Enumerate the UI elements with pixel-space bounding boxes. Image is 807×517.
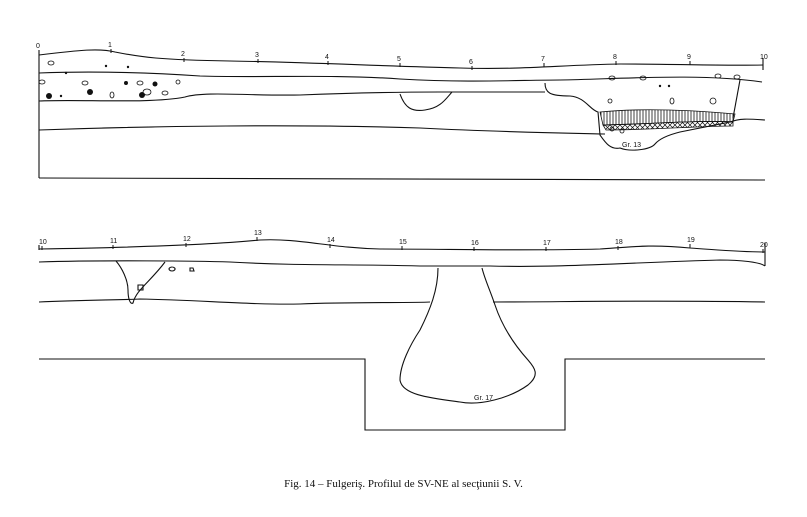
feature-label-gr17: Gr. 17 bbox=[474, 395, 493, 402]
station-marker-0: 0 bbox=[36, 43, 40, 50]
station-marker-12: 12 bbox=[183, 236, 191, 243]
layer-boundary-1 bbox=[38, 71, 763, 83]
station-marker-17: 17 bbox=[543, 240, 551, 247]
dark-finds bbox=[46, 64, 671, 99]
surface-line bbox=[38, 49, 764, 70]
station-marker-6: 6 bbox=[469, 59, 473, 66]
figure-caption: Fig. 14 – Fulgeriş. Profilul de SV-NE al… bbox=[284, 478, 523, 490]
station-marker-2: 2 bbox=[181, 51, 185, 58]
station-marker-7: 7 bbox=[541, 56, 545, 63]
station-marker-3: 3 bbox=[255, 52, 259, 59]
station-marker-15: 15 bbox=[399, 239, 407, 246]
station-marker-9: 9 bbox=[687, 54, 691, 61]
station-marker-13: 13 bbox=[254, 230, 262, 237]
station-marker-8: 8 bbox=[613, 54, 617, 61]
station-marker-16: 16 bbox=[471, 240, 479, 247]
station-marker-5: 5 bbox=[397, 56, 401, 63]
feature-label-gr13: Gr. 13 bbox=[622, 142, 641, 149]
station-marker-20: 20 bbox=[760, 242, 768, 249]
top-profile: Gr. 13 0 1 2 3 4 5 6 7 8 9 10 bbox=[36, 42, 768, 181]
station-marker-18: 18 bbox=[615, 239, 623, 246]
station-marker-14: 14 bbox=[327, 237, 335, 244]
station-marker-11: 11 bbox=[110, 238, 117, 245]
station-marker-1: 1 bbox=[108, 42, 112, 49]
station-marker-10: 10 bbox=[39, 239, 47, 246]
pit bbox=[115, 260, 166, 304]
pit bbox=[399, 91, 453, 112]
bottom-profile: Gr. 17 10 11 12 13 14 15 16 17 18 19 20 bbox=[38, 230, 768, 431]
grave-pit bbox=[399, 267, 536, 404]
layer-boundary-2 bbox=[38, 91, 545, 102]
station-marker-4: 4 bbox=[325, 54, 329, 61]
finds bbox=[38, 60, 741, 134]
station-marker-10: 10 bbox=[760, 54, 768, 61]
station-marker-19: 19 bbox=[687, 237, 695, 244]
